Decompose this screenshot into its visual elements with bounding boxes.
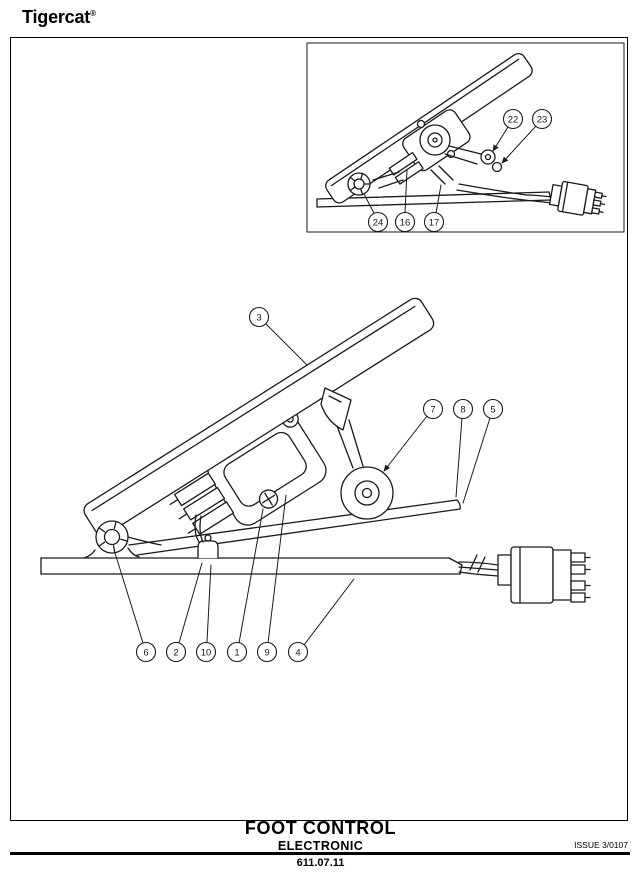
brand-logo: Tigercat®: [22, 7, 96, 28]
inset-view: [306, 42, 625, 233]
svg-text:9: 9: [264, 647, 269, 658]
svg-text:5: 5: [490, 404, 495, 415]
svg-text:7: 7: [430, 404, 435, 415]
brand-text: Tigercat: [22, 7, 91, 27]
heel-pivot: [95, 520, 129, 554]
callout-2: 2: [165, 641, 187, 663]
callout-9: 9: [256, 641, 278, 663]
pedal-plate: [83, 297, 435, 537]
callout-17: 17: [423, 211, 445, 233]
diagram-svg: 3 7 8 5 6 2: [40, 42, 625, 663]
svg-text:22: 22: [508, 114, 519, 125]
svg-text:10: 10: [201, 647, 212, 658]
svg-text:8: 8: [460, 404, 465, 415]
callout-8: 8: [452, 398, 474, 420]
svg-text:16: 16: [400, 217, 411, 228]
issue-label: ISSUE 3/0107: [574, 840, 628, 850]
svg-text:6: 6: [143, 647, 148, 658]
callout-23: 23: [531, 108, 553, 130]
callout-3: 3: [248, 306, 270, 328]
inset-links: [372, 165, 454, 189]
page-title: FOOT CONTROL: [244, 818, 397, 838]
connector-plug: [497, 546, 591, 604]
registered-mark-icon: ®: [90, 9, 96, 18]
footer-rule: [10, 852, 630, 855]
svg-text:23: 23: [537, 114, 548, 125]
callout-22: 22: [502, 108, 524, 130]
svg-text:1: 1: [234, 647, 239, 658]
toe-bracket: [320, 387, 352, 431]
callout-10: 10: [195, 641, 217, 663]
roller: [340, 466, 394, 520]
callouts: 3 7 8 5 6 2: [135, 108, 553, 663]
callout-24: 24: [367, 211, 389, 233]
inset-sensor: [402, 109, 471, 172]
base-plate: [40, 499, 463, 575]
callout-16: 16: [394, 211, 416, 233]
callout-4: 4: [287, 641, 309, 663]
section-number: 611.07.11: [296, 857, 345, 869]
svg-text:4: 4: [295, 647, 300, 658]
leader-lines: [114, 125, 537, 646]
svg-text:3: 3: [256, 312, 261, 323]
inset-pivot-hub: [347, 172, 371, 196]
inset-pivot-arm: [444, 145, 503, 173]
callout-7: 7: [422, 398, 444, 420]
callout-6: 6: [135, 641, 157, 663]
callout-5: 5: [482, 398, 504, 420]
callout-1: 1: [226, 641, 248, 663]
diagram-frame: 3 7 8 5 6 2: [10, 37, 628, 821]
page-subtitle: ELECTRONIC: [277, 839, 364, 853]
cable-clamp: [197, 534, 219, 559]
svg-text:24: 24: [373, 217, 384, 228]
svg-text:17: 17: [429, 217, 440, 228]
roller-arm: [336, 419, 364, 469]
main-view: [40, 297, 591, 604]
inset-connector-plug: [548, 180, 607, 216]
wiring-harness: [194, 514, 499, 577]
svg-text:2: 2: [173, 647, 178, 658]
